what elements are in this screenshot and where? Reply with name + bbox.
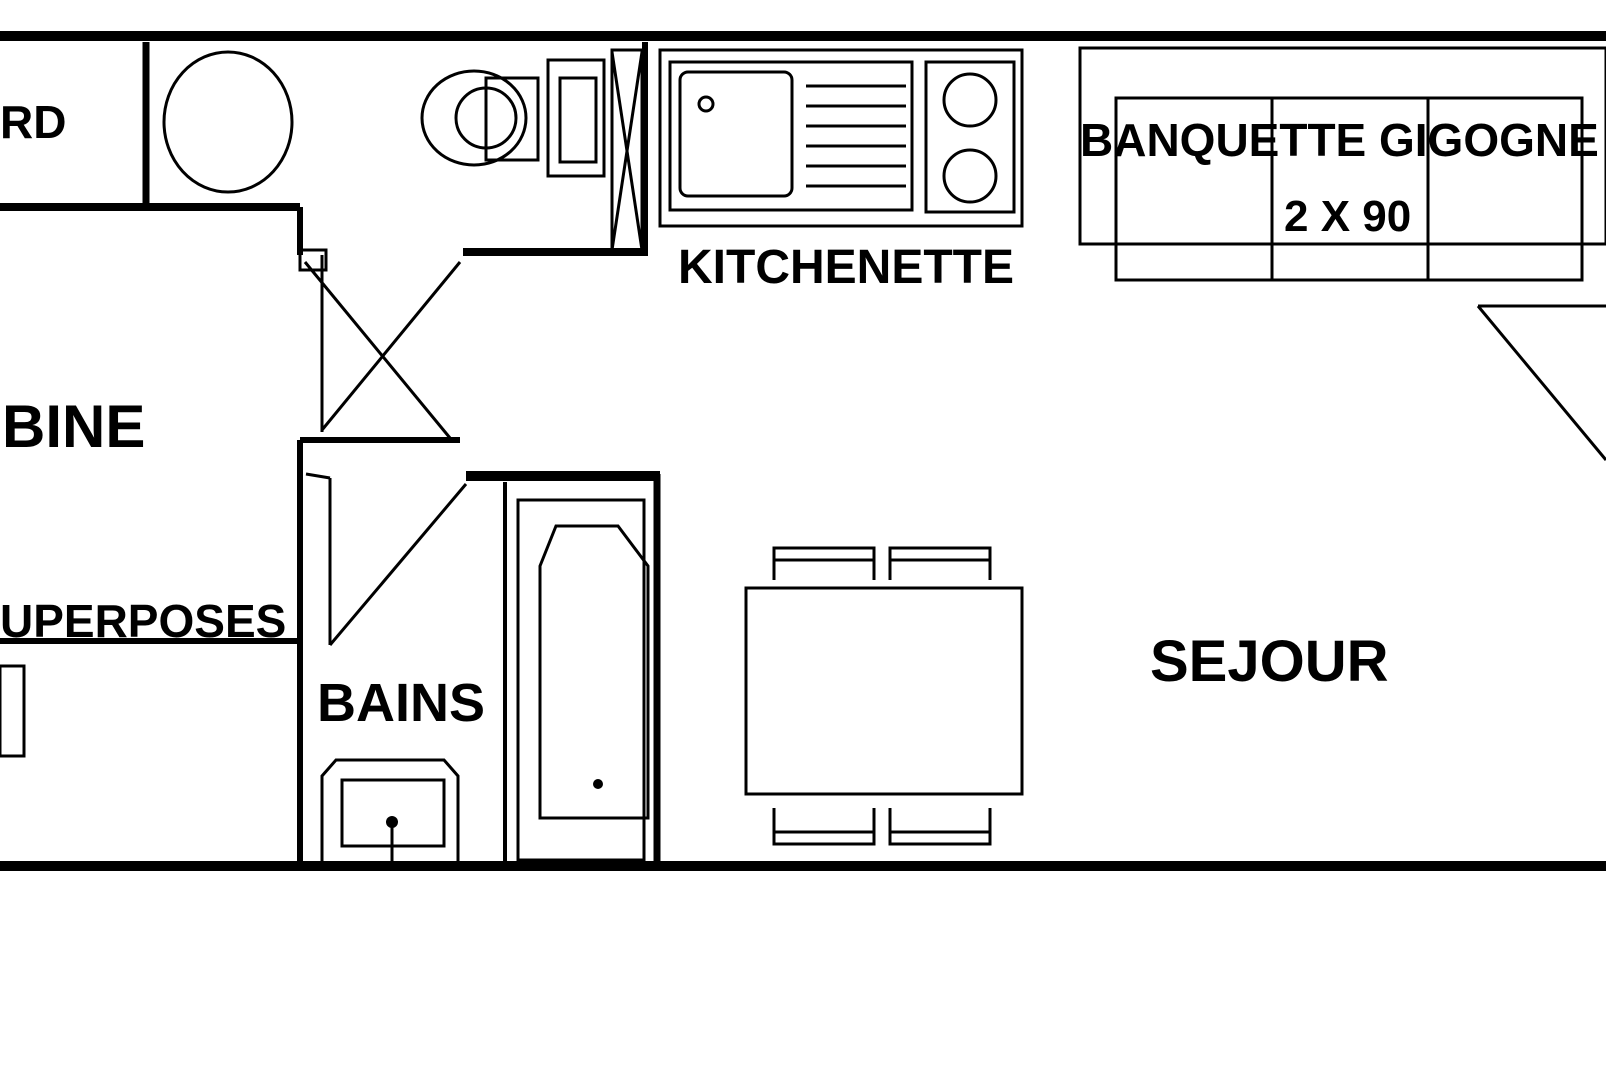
sink-icon: [668, 60, 914, 212]
toilet-icon: [420, 58, 606, 178]
water-heater-icon: [162, 50, 294, 194]
interior-walls: [0, 42, 661, 862]
doors: [298, 48, 1606, 646]
kitchen-fixtures: [658, 48, 1024, 228]
ladder-icon: [0, 664, 26, 758]
sofa-bed-icon: [1078, 46, 1606, 282]
label-cabine: BINE: [2, 393, 145, 460]
room-labels: RD BINE UPERPOSES BAINS KITCHENETTE SEJO…: [0, 96, 1599, 733]
washbasin-icon: [320, 758, 460, 868]
bathtub-icon: [516, 498, 650, 862]
dining-table-icon: [744, 546, 1024, 846]
bathroom-fixtures: [0, 50, 650, 868]
outer-walls: [0, 31, 1606, 871]
label-bains: BAINS: [317, 673, 485, 733]
label-placard: RD: [0, 96, 66, 148]
label-kitchenette: KITCHENETTE: [678, 241, 1014, 294]
label-banquette-size: 2 X 90: [1284, 192, 1411, 241]
cooktop-icon: [924, 60, 1016, 214]
label-banquette: BANQUETTE GIGOGNE: [1080, 114, 1599, 166]
label-lits: UPERPOSES: [0, 595, 286, 647]
label-sejour: SEJOUR: [1150, 629, 1389, 694]
